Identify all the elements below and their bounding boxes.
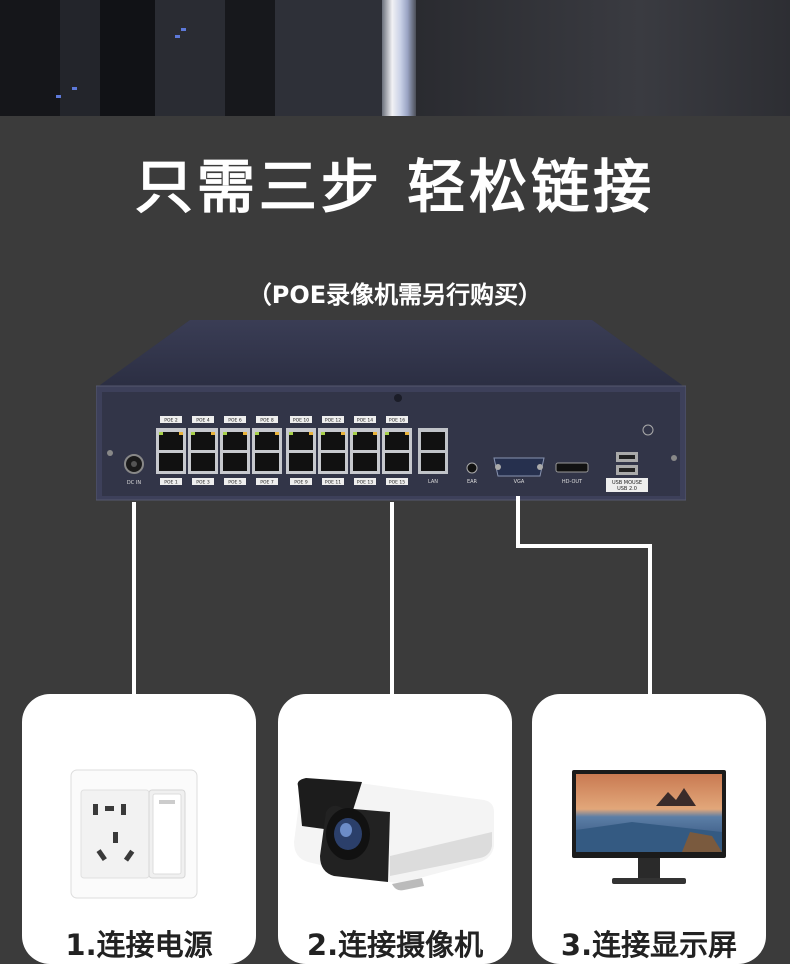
server-rack bbox=[275, 0, 382, 116]
poe-bottom-label: POE 3 bbox=[196, 480, 210, 486]
step-2-label: 2.连接摄像机 bbox=[306, 928, 484, 962]
power-wire bbox=[132, 502, 136, 694]
poe-top-label: POE 16 bbox=[389, 418, 405, 424]
usb2-label: USB 2.0 bbox=[617, 486, 637, 492]
lan-port: LAN bbox=[418, 428, 448, 485]
purchase-note: （POE录像机需另行购买） bbox=[247, 281, 543, 309]
poe-bottom-label: POE 11 bbox=[325, 480, 341, 486]
server-rack bbox=[60, 0, 100, 116]
rack-led bbox=[72, 87, 77, 90]
lan-label: LAN bbox=[428, 479, 438, 485]
vga-wire bbox=[516, 496, 520, 548]
camera-icon bbox=[294, 778, 494, 891]
hdmi-label: HD-OUT bbox=[562, 479, 583, 485]
vga-label: VGA bbox=[514, 479, 525, 485]
rack-led bbox=[56, 95, 61, 98]
poe-top-label: POE 2 bbox=[164, 418, 178, 424]
monitor-icon bbox=[572, 770, 726, 884]
power-socket-icon bbox=[70, 769, 198, 899]
poe-top-label: POE 10 bbox=[293, 418, 309, 424]
server-rack bbox=[155, 0, 225, 116]
rack-led bbox=[175, 35, 180, 38]
vga-wire bbox=[648, 544, 652, 694]
vga-wire bbox=[516, 544, 652, 548]
camera-wire bbox=[390, 502, 394, 694]
server-rack bbox=[0, 0, 60, 116]
step-1-label: 1.连接电源 bbox=[65, 928, 213, 962]
poe-top-label: POE 14 bbox=[357, 418, 373, 424]
page-title: 只需三步 轻松链接 bbox=[134, 153, 656, 221]
step-card-camera: 2.连接摄像机 bbox=[278, 694, 512, 964]
poe-ports: POE 2 POE 1 POE 4 POE 3 POE 6 POE 5 POE 8 POE 7… bbox=[156, 416, 412, 486]
light-beam bbox=[382, 0, 416, 116]
poe-bottom-label: POE 13 bbox=[357, 480, 373, 486]
dc-in-label: DC IN bbox=[127, 480, 141, 486]
usb-label: USB MOUSE bbox=[612, 480, 642, 486]
server-rack bbox=[416, 0, 790, 116]
poe-bottom-label: POE 9 bbox=[294, 480, 308, 486]
poe-bottom-label: POE 15 bbox=[389, 480, 405, 486]
hero-photo bbox=[0, 0, 790, 116]
poe-top-label: POE 12 bbox=[325, 418, 341, 424]
poe-top-label: POE 8 bbox=[260, 418, 274, 424]
poe-top-label: POE 6 bbox=[228, 418, 242, 424]
rack-led bbox=[181, 28, 186, 31]
step-3-label: 3.连接显示屏 bbox=[560, 928, 738, 962]
poe-bottom-label: POE 5 bbox=[228, 480, 242, 486]
server-rack bbox=[100, 0, 155, 116]
poe-bottom-label: POE 7 bbox=[260, 480, 274, 486]
ear-label: EAR bbox=[467, 479, 478, 485]
poe-top-label: POE 4 bbox=[196, 418, 210, 424]
poe-bottom-label: POE 1 bbox=[164, 480, 178, 486]
server-rack bbox=[225, 0, 275, 116]
step-card-monitor: 3.连接显示屏 bbox=[532, 694, 766, 964]
step-card-power: 1.连接电源 bbox=[22, 694, 256, 964]
